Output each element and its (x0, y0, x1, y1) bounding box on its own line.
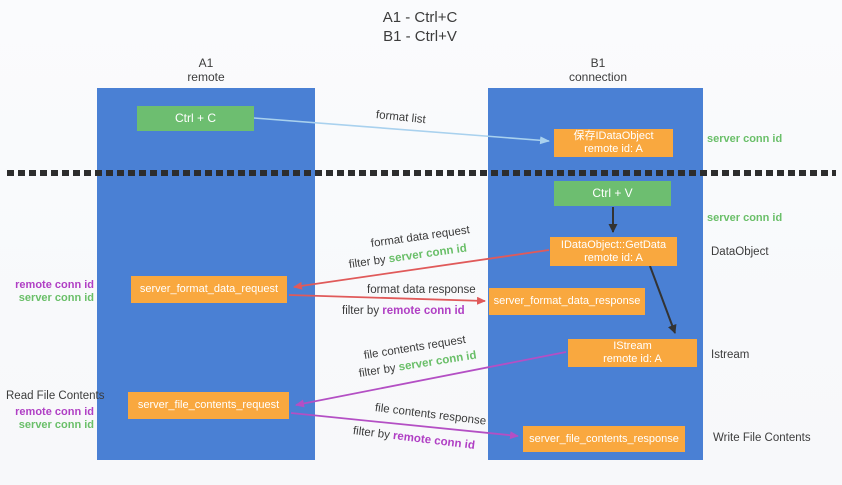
server-format-data-request-box: server_format_data_request (131, 276, 287, 303)
save-idataobject-line2: remote id: A (584, 143, 643, 155)
remote-conn-id-text: remote conn id (382, 305, 465, 317)
server-format-data-response-label: server_format_data_response (493, 295, 641, 307)
remote-conn-id-annotation: remote conn id (15, 279, 94, 291)
column-a-subtitle: remote (187, 70, 225, 84)
ctrl-c-box: Ctrl + C (137, 106, 254, 131)
getdata-line2: remote id: A (584, 251, 643, 264)
istream-box: IStream remote id: A (568, 339, 697, 367)
write-file-contents-annotation: Write File Contents (713, 432, 811, 444)
server-format-data-request-label: server_format_data_request (139, 283, 279, 295)
file-conn-id-annotations: remote conn id server conn id (0, 406, 94, 432)
server-format-data-response-box: server_format_data_response (489, 288, 645, 315)
save-idataobject-line1: 保存IDataObject (573, 130, 654, 142)
filter-by-remote-conn-id-label-1: filter by remote conn id (342, 305, 465, 317)
getdata-line1: IDataObject::GetData (560, 238, 667, 251)
arrow-getdata-to-istream (649, 265, 677, 334)
server-conn-id-annotation-mid: server conn id (707, 212, 783, 224)
arrow-format-data-request (293, 249, 550, 290)
server-conn-id-annotation-top: server conn id (707, 133, 783, 145)
arrow-file-contents-response (290, 412, 519, 440)
phase-divider-dotted-line (7, 170, 836, 176)
title-line-1: A1 - Ctrl+C (382, 9, 458, 26)
arrow-format-data-response (288, 294, 486, 305)
read-file-contents-annotation: Read File Contents (6, 390, 105, 402)
format-conn-id-annotations: remote conn id server conn id (0, 279, 94, 305)
save-idataobject-box: 保存IDataObject remote id: A (554, 129, 673, 157)
arrow-format-list (253, 117, 550, 145)
filter-by-text: filter by (342, 305, 380, 317)
server-file-contents-request-box: server_file_contents_request (128, 392, 289, 419)
server-file-contents-request-label: server_file_contents_request (137, 399, 280, 411)
ctrl-v-label: Ctrl + V (592, 186, 633, 200)
ctrl-c-label: Ctrl + C (174, 111, 216, 125)
remote-conn-id-annotation: remote conn id (15, 406, 94, 418)
server-conn-id-annotation: server conn id (18, 292, 94, 304)
column-a-header: A1 remote (146, 56, 266, 84)
istream-line2: remote id: A (603, 353, 662, 365)
server-conn-id-annotation: server conn id (18, 419, 94, 431)
title-line-2: B1 - Ctrl+V (383, 28, 457, 45)
istream-line1: IStream (613, 340, 652, 352)
format-data-response-label: format data response (367, 284, 476, 296)
istream-annotation: Istream (711, 349, 750, 361)
getdata-box: IDataObject::GetData remote id: A (550, 237, 677, 266)
server-file-contents-response-box: server_file_contents_response (523, 426, 685, 452)
column-a-name: A1 (198, 56, 214, 70)
diagram-title: A1 - Ctrl+C B1 - Ctrl+V (345, 8, 495, 46)
ctrl-v-box: Ctrl + V (554, 181, 671, 206)
server-file-contents-response-label: server_file_contents_response (529, 432, 679, 445)
column-b-header: B1 connection (528, 56, 668, 84)
dataobject-annotation: DataObject (711, 246, 769, 258)
column-b-name: B1 (590, 56, 606, 70)
column-b-subtitle: connection (568, 70, 628, 84)
arrow-file-contents-request (295, 351, 567, 408)
